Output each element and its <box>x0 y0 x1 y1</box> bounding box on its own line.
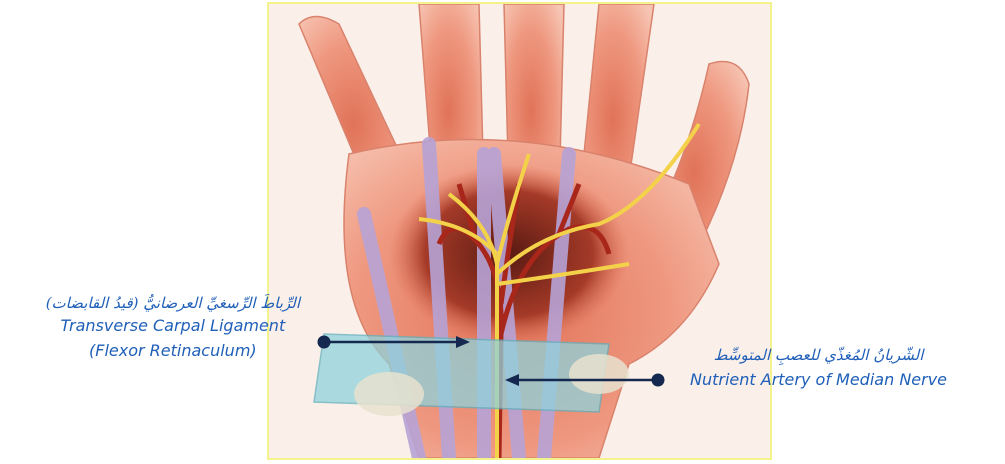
ligament-label-english-alt: (Flexor Retinaculum) <box>46 341 300 360</box>
carpal-bone <box>354 372 424 416</box>
ligament-label: الرِّباطَ الرِّسغيِّ العرضانيُّ (قيدُ ال… <box>46 294 300 360</box>
carpal-bone <box>569 354 629 394</box>
hand-drawing <box>269 4 770 458</box>
ligament-label-english: Transverse Carpal Ligament <box>46 316 300 335</box>
hand-anatomy-illustration <box>267 2 772 460</box>
ligament-label-arabic: الرِّباطَ الرِّسغيِّ العرضانيُّ (قيدُ ال… <box>46 294 300 312</box>
artery-label-arabic: الشّريانُ المُغذّي للعصبِ المتوسِّط <box>690 346 947 364</box>
artery-label: الشّريانُ المُغذّي للعصبِ المتوسِّط Nutr… <box>690 346 947 389</box>
artery-label-english: Nutrient Artery of Median Nerve <box>690 370 947 389</box>
